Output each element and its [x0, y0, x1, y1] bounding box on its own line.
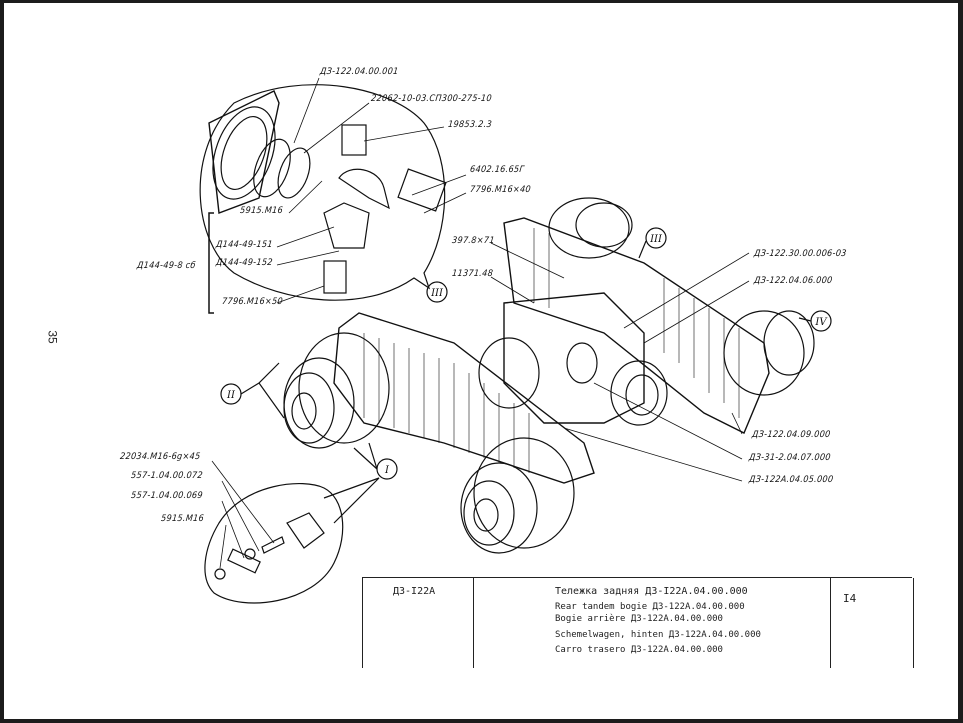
callout-label: ДЗ-122.04.06.000	[753, 276, 833, 286]
callout-label: 19853.2.3	[447, 120, 493, 130]
model-code: ДЗ-I22А	[393, 586, 436, 597]
title-es: Carro trasero ДЗ-122А.04.00.000	[555, 645, 723, 655]
detail-i-pointer	[323, 477, 380, 524]
bearing-cap	[212, 106, 276, 200]
detail-iii-outline	[199, 84, 446, 301]
clamp-lower	[323, 202, 370, 249]
callout-label: 7796.М16×40	[469, 185, 532, 195]
marker-iii-b	[645, 227, 667, 249]
callout-label: ДЗ-122.04.09.000	[751, 430, 831, 440]
grease-fitting-box	[341, 124, 367, 156]
marker-ii-label: II	[226, 390, 236, 401]
marker-iii-a	[426, 281, 448, 303]
hub-ii-drum	[298, 332, 390, 444]
center-housing	[503, 292, 645, 424]
title-block-description-cell: Тележка задняя ДЗ-I22А.04.00.000 Rear ta…	[473, 578, 830, 668]
callout-label: 5915.М16	[239, 206, 284, 216]
lower-hub-drum	[473, 437, 575, 549]
stop-bracket	[286, 512, 325, 549]
callout-label: 22062-10-03.СП300-275-10	[370, 94, 493, 104]
callout-label: ДЗ-122А.04.05.000	[748, 475, 834, 485]
marker-iv-label: IV	[814, 317, 828, 328]
lock-nut	[214, 568, 226, 580]
left-balancer-beam	[333, 312, 595, 484]
title-en: Rear tandem bogie ДЗ-122А.04.00.000	[555, 602, 745, 612]
marker-iii-b-label: III	[649, 234, 663, 245]
right-beam-hatching	[533, 228, 740, 418]
group-bracket	[208, 212, 214, 314]
left-beam-hatching	[363, 333, 530, 473]
title-fr: Bogie arrière ДЗ-122А.04.00.000	[555, 614, 723, 624]
lock-plate	[227, 548, 261, 574]
title-block-figure-cell: I4	[830, 578, 914, 668]
lock-washer	[253, 138, 291, 198]
callout-label: 557-1.04.00.072	[130, 471, 204, 481]
upper-hub-drum	[548, 197, 630, 259]
exploded-assembly-drawing: II I III III IV	[199, 77, 832, 604]
marker-i-label: I	[384, 465, 390, 476]
lower-hub-flange	[463, 480, 515, 546]
clamp-upper	[338, 168, 390, 210]
axle-tube-left	[478, 337, 540, 409]
marker-iii-a-label: III	[430, 288, 444, 299]
callout-label: Д144-49-151	[215, 240, 274, 250]
callout-label: 397.8×71	[451, 236, 496, 246]
leader-lines	[211, 77, 750, 569]
callout-label: 22034.М16-6g×45	[119, 452, 201, 462]
title-ru: Тележка задняя ДЗ-I22А.04.00.000	[555, 586, 748, 597]
hub-iv-drum	[723, 310, 805, 396]
callout-label: 557-1.04.00.069	[130, 491, 204, 501]
o-ring	[277, 147, 311, 199]
drive-flange	[610, 360, 668, 426]
callout-label: 6402.16.65Г	[469, 165, 525, 175]
washer-bolt-box	[397, 168, 447, 212]
figure-number: I4	[843, 592, 857, 605]
title-de: Schemelwagen, hinten ДЗ-122А.04.00.000	[555, 630, 761, 640]
washer	[244, 548, 256, 560]
callout-label: ДЗ-122.04.00.001	[319, 67, 399, 77]
bolt-box	[323, 260, 347, 294]
seal-plate	[208, 90, 280, 214]
stud	[261, 536, 285, 554]
callout-label: 7796.М16×50	[221, 297, 284, 307]
callout-label: 5915.М16	[160, 514, 205, 524]
callout-label: Д144-49-152	[215, 258, 274, 268]
callout-label: 11371.48	[451, 269, 494, 279]
title-block-model-cell: ДЗ-I22А	[362, 578, 474, 668]
detail-i-outline	[204, 483, 344, 604]
callout-label: ДЗ-122.30.00.006-03	[753, 249, 848, 259]
assembly-group-label: Д144-49-8 сб	[136, 261, 197, 271]
title-block: ДЗ-I22А Тележка задняя ДЗ-I22А.04.00.000…	[362, 577, 914, 668]
callout-label: ДЗ-31-2.04.07.000	[748, 453, 832, 463]
catalog-page: 35	[4, 3, 958, 719]
hub-ii-flange	[283, 372, 335, 444]
